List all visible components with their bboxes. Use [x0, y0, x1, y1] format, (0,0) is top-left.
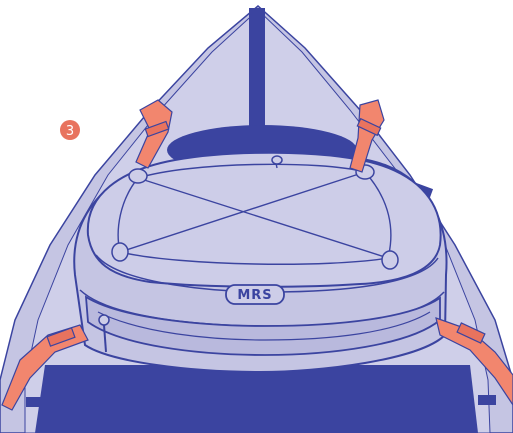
step-number-badge: 3 — [60, 120, 80, 140]
keel-stripe — [249, 8, 265, 138]
brand-logo: MRS — [226, 285, 284, 304]
svg-text:3: 3 — [66, 124, 74, 139]
svg-text:MRS: MRS — [237, 288, 272, 303]
cockpit-floor — [35, 365, 478, 433]
deck-bag: MRS — [74, 152, 446, 372]
